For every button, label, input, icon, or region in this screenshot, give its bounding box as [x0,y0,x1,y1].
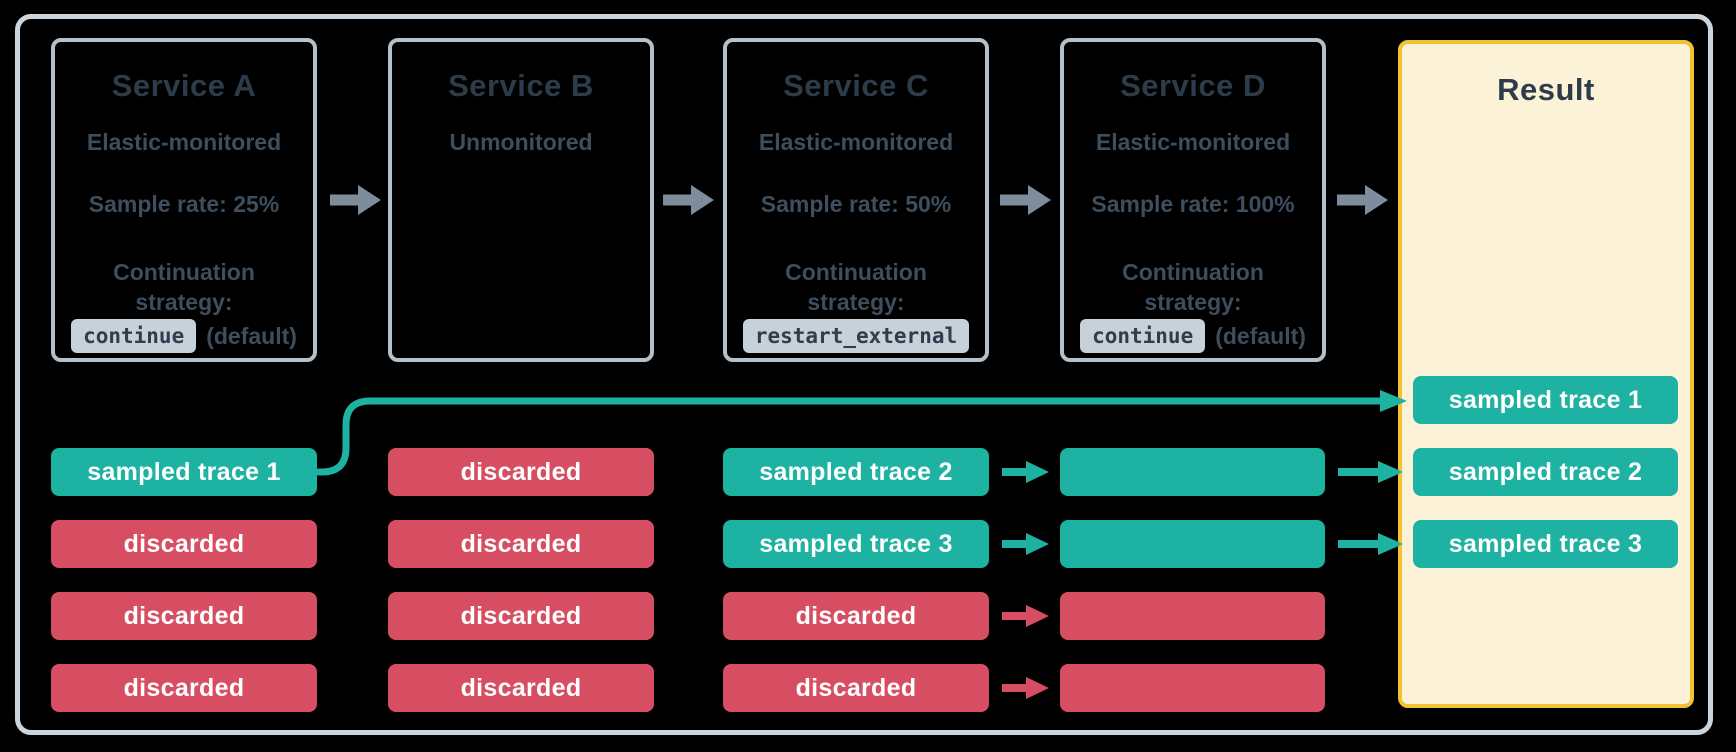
result-box: Result [1398,40,1694,708]
trace-pill: sampled trace 2 [1413,448,1678,496]
trace-pill-blank [1060,592,1325,640]
trace-pill: discarded [51,592,317,640]
service-a-monitor-label: Elastic-monitored [86,129,282,155]
strategy-code-chip: restart_external [742,319,970,353]
trace-pill: sampled trace 2 [723,448,989,496]
trace-pill: sampled trace 3 [1413,520,1678,568]
strategy-line-1: Continuation [785,259,927,285]
service-d-monitor-label: Elastic-monitored [1095,129,1291,155]
trace-pill: discarded [723,664,989,712]
strategy-line-2: strategy: [135,289,233,315]
trace-pill: sampled trace 1 [51,448,317,496]
service-c-title: Service C [783,68,929,103]
trace-pill: discarded [388,448,654,496]
trace-pill: sampled trace 1 [1413,376,1678,424]
service-c-monitor-label: Elastic-monitored [758,129,954,155]
strategy-code-chip: continue [1080,319,1206,353]
trace-column-service-b: discarded discarded discarded discarded [388,448,654,736]
trace-pill-blank [1060,664,1325,712]
trace-column-service-c: sampled trace 2 sampled trace 3 discarde… [723,448,989,736]
service-a-strategy-value: continue (default) [55,319,313,353]
strategy-line-2: strategy: [807,289,905,315]
trace-pill: discarded [51,520,317,568]
trace-pill: discarded [388,520,654,568]
trace-column-service-a: sampled trace 1 discarded discarded disc… [51,448,317,736]
strategy-line-1: Continuation [113,259,255,285]
trace-pill-blank [1060,520,1325,568]
service-box-c: Service C Elastic-monitored Sample rate:… [723,38,989,362]
trace-column-service-d [1060,448,1325,736]
strategy-line-1: Continuation [1122,259,1264,285]
service-box-b: Service B Unmonitored [388,38,654,362]
service-a-strategy-label: Continuation strategy: [55,257,313,317]
strategy-line-2: strategy: [1144,289,1242,315]
service-a-sample-rate: Sample rate: 25% [88,191,280,217]
service-b-monitor-label: Unmonitored [449,129,593,155]
service-d-strategy-value: continue (default) [1064,319,1322,353]
service-c-strategy-value: restart_external [727,319,985,353]
service-d-title: Service D [1120,68,1266,103]
trace-column-result: sampled trace 1 sampled trace 2 sampled … [1413,376,1678,592]
service-a-title: Service A [111,68,257,103]
trace-pill: discarded [388,664,654,712]
service-c-sample-rate: Sample rate: 50% [760,191,952,217]
service-d-sample-rate: Sample rate: 100% [1091,191,1295,217]
service-box-a: Service A Elastic-monitored Sample rate:… [51,38,317,362]
trace-pill: discarded [51,664,317,712]
outer-frame [15,14,1713,735]
result-title: Result [1497,72,1595,107]
trace-pill: discarded [723,592,989,640]
trace-pill-blank [1060,448,1325,496]
trace-pill: discarded [388,592,654,640]
service-d-strategy-label: Continuation strategy: [1064,257,1322,317]
strategy-default-note: (default) [1215,322,1306,349]
strategy-default-note: (default) [206,322,297,349]
service-b-title: Service B [448,68,594,103]
trace-pill: sampled trace 3 [723,520,989,568]
service-c-strategy-label: Continuation strategy: [727,257,985,317]
strategy-code-chip: continue [71,319,197,353]
service-box-d: Service D Elastic-monitored Sample rate:… [1060,38,1326,362]
